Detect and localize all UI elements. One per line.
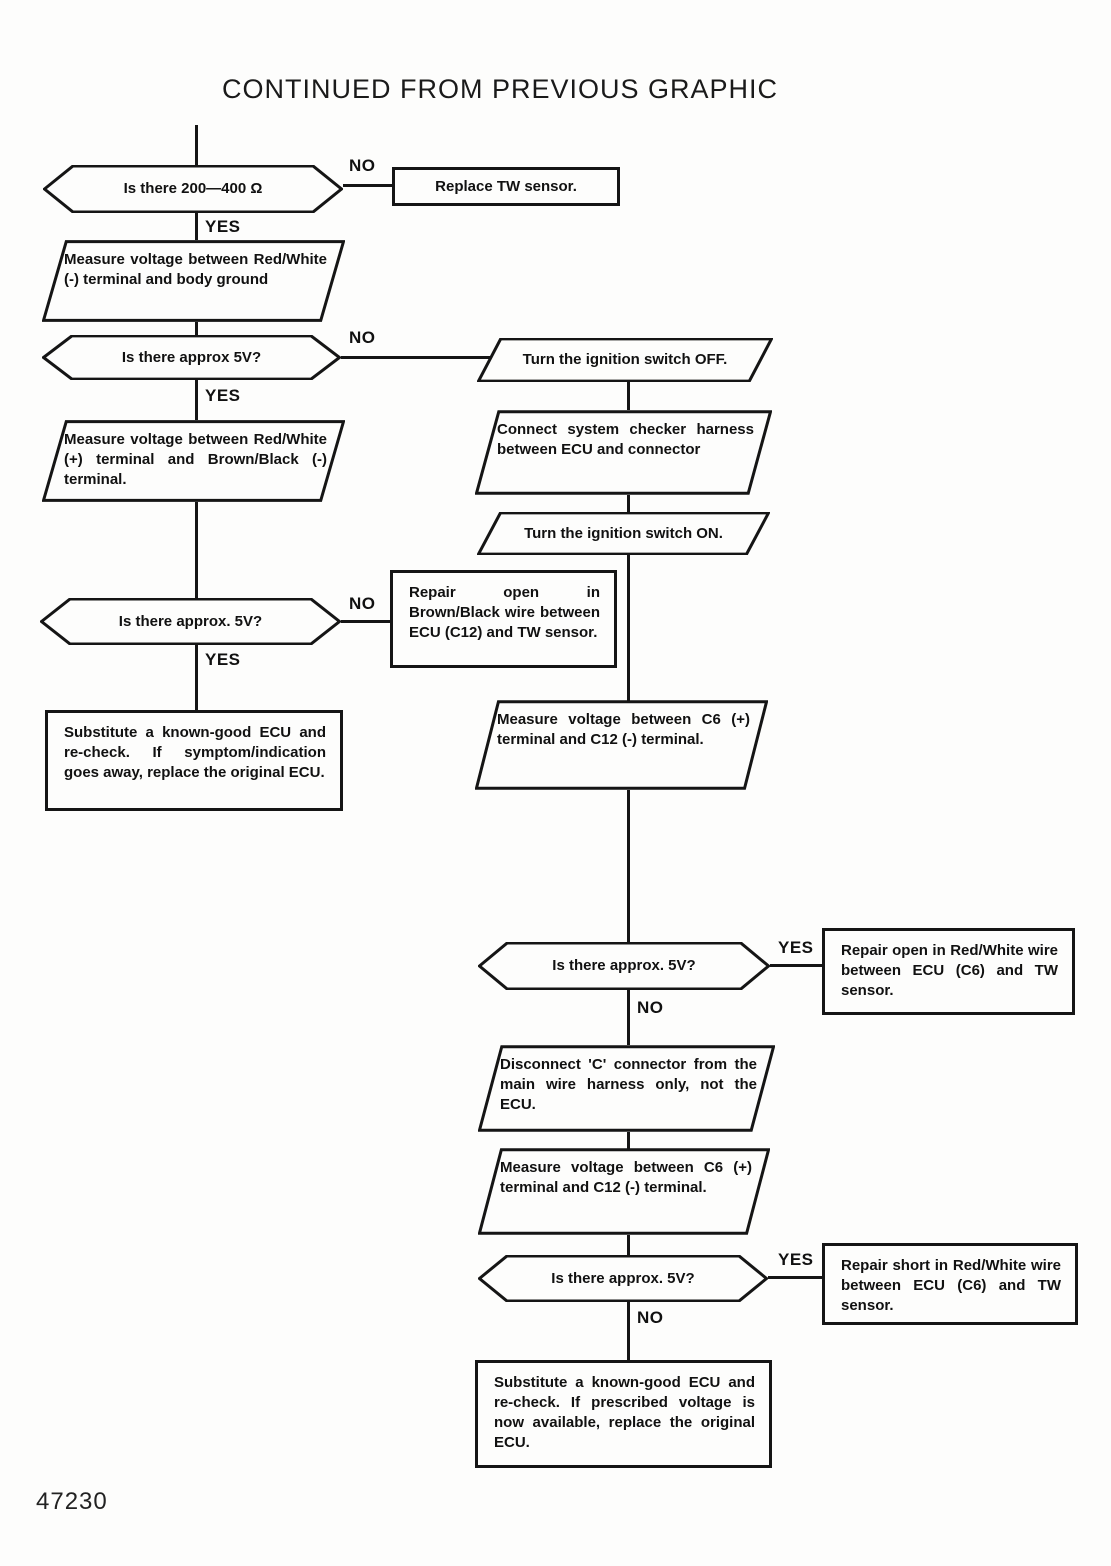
decision-text: Is there approx. 5V?: [118, 612, 263, 630]
page-title: CONTINUED FROM PREVIOUS GRAPHIC: [221, 74, 779, 104]
connector-line: [627, 382, 630, 410]
no-label: NO: [637, 1308, 664, 1327]
terminal-substitute-ecu-voltage: Substitute a known-good ECU and re-check…: [475, 1360, 772, 1468]
process-repair-open-red-white: Repair open in Red/White wire between EC…: [822, 928, 1075, 1015]
io-text: Measure voltage between Red/White (+) te…: [64, 431, 327, 488]
decision-text: Is there approx. 5V?: [552, 957, 696, 974]
connector-line: [195, 502, 198, 599]
yes-label: YES: [205, 650, 241, 669]
process-text: Replace TW sensor.: [435, 177, 577, 195]
connector-line: [195, 380, 198, 420]
yes-label: YES: [778, 938, 814, 957]
connector-line: [195, 645, 198, 710]
decision-approx-5v-4: Is there approx. 5V?: [478, 1255, 768, 1302]
connector-line: [341, 620, 390, 623]
connector-line: [195, 125, 198, 166]
io-measure-voltage-c6-c12-2: Measure voltage between C6 (+) terminal …: [478, 1148, 770, 1235]
connector-line: [195, 322, 198, 336]
io-ignition-switch-off: Turn the ignition switch OFF.: [477, 338, 773, 382]
connector-line: [627, 1132, 630, 1149]
connector-line: [770, 964, 822, 967]
decision-approx-5v-3: Is there approx. 5V?: [478, 942, 770, 990]
process-text: Repair open in Brown/Black wire between …: [409, 584, 600, 641]
connector-line: [627, 1302, 630, 1360]
io-text: Connect system checker harness between E…: [497, 421, 754, 458]
io-text: Measure voltage between C6 (+) terminal …: [500, 1159, 752, 1196]
no-label: NO: [349, 156, 376, 175]
yes-label: YES: [205, 217, 241, 236]
connector-line: [627, 555, 630, 701]
decision-approx-5v-2: Is there approx. 5V?: [40, 598, 341, 645]
io-measure-voltage-brown-black: Measure voltage between Red/White (+) te…: [42, 420, 345, 502]
no-label: NO: [349, 594, 376, 613]
process-repair-open-brown-black: Repair open in Brown/Black wire between …: [390, 570, 617, 668]
io-connect-system-checker-harness: Connect system checker harness between E…: [475, 410, 772, 495]
connector-line: [627, 990, 630, 1045]
terminal-substitute-ecu-symptom: Substitute a known-good ECU and re-check…: [45, 710, 343, 811]
io-text: Disconnect 'C' connector from the main w…: [500, 1056, 757, 1113]
connector-line: [343, 184, 392, 187]
decision-approx-5v-1: Is there approx 5V?: [42, 335, 341, 380]
process-replace-tw-sensor: Replace TW sensor.: [392, 167, 620, 206]
process-text: Repair short in Red/White wire between E…: [841, 1257, 1061, 1314]
yes-label: YES: [778, 1250, 814, 1269]
connector-line: [627, 495, 630, 512]
decision-text: Is there 200—400 Ω: [123, 180, 263, 197]
connector-line: [195, 213, 198, 240]
io-text: Measure voltage between C6 (+) terminal …: [497, 711, 750, 748]
io-measure-voltage-body-ground: Measure voltage between Red/White (-) te…: [42, 240, 345, 322]
io-ignition-switch-on: Turn the ignition switch ON.: [477, 512, 770, 555]
figure-number: 47230: [36, 1488, 108, 1515]
connector-line: [341, 356, 491, 359]
terminal-text: Substitute a known-good ECU and re-check…: [494, 1374, 755, 1451]
io-measure-voltage-c6-c12-1: Measure voltage between C6 (+) terminal …: [475, 700, 768, 790]
yes-label: YES: [205, 386, 241, 405]
terminal-text: Substitute a known-good ECU and re-check…: [64, 724, 326, 781]
io-text: Measure voltage between Red/White (-) te…: [64, 251, 327, 288]
connector-line: [627, 1235, 630, 1255]
io-disconnect-c-connector: Disconnect 'C' connector from the main w…: [478, 1045, 775, 1132]
decision-text: Is there approx. 5V?: [551, 1269, 695, 1287]
no-label: NO: [349, 328, 376, 347]
connector-line: [627, 790, 630, 943]
io-text: Turn the ignition switch OFF.: [522, 351, 728, 368]
decision-text: Is there approx 5V?: [121, 348, 262, 366]
connector-line: [768, 1276, 822, 1279]
decision-resistance-200-400-ohm: Is there 200—400 Ω: [43, 165, 343, 213]
no-label: NO: [637, 998, 664, 1017]
process-text: Repair open in Red/White wire between EC…: [841, 942, 1058, 999]
process-repair-short-red-white: Repair short in Red/White wire between E…: [822, 1243, 1078, 1325]
io-text: Turn the ignition switch ON.: [524, 524, 723, 542]
